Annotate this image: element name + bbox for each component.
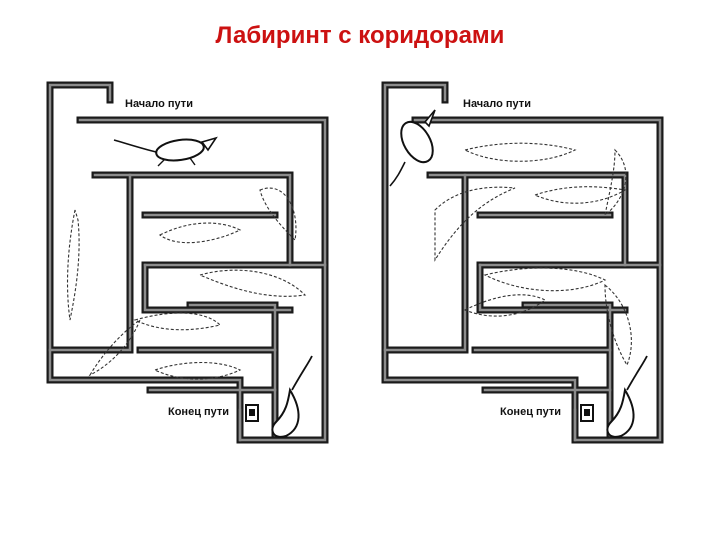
maze-walls	[381, 81, 664, 444]
rat-path-trace	[66, 187, 307, 380]
end-label: Конец пути	[168, 406, 230, 418]
rat-start-icon	[389, 109, 436, 187]
end-label: Конец пути	[500, 406, 562, 418]
rat-end-icon	[271, 355, 313, 438]
rat-start-icon	[113, 136, 218, 167]
maze-walls	[46, 81, 329, 444]
maze-right: Начало пути Конец пути	[375, 70, 675, 450]
start-label: Начало пути	[125, 98, 193, 110]
maze-right-drawing	[381, 81, 664, 444]
slide-title: Лабиринт с коридорами	[215, 22, 505, 49]
food-box-icon	[580, 404, 594, 422]
rat-end-icon	[606, 355, 648, 438]
rat-path-trace	[434, 142, 632, 367]
maze-left: Начало пути Конец пути	[40, 70, 340, 450]
start-label: Начало пути	[463, 98, 531, 110]
maze-left-drawing	[46, 81, 329, 444]
food-box-icon	[245, 404, 259, 422]
